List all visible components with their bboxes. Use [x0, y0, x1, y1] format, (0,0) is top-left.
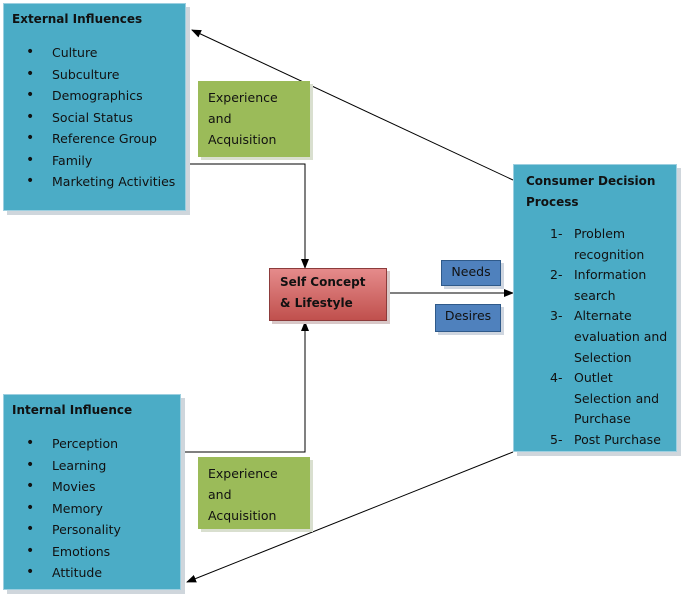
- needs-box: Needs: [441, 260, 501, 286]
- external-influences-title: External Influences: [12, 12, 143, 26]
- internal-influence-box: Internal Influence PerceptionLearningMov…: [3, 394, 181, 590]
- decision-step-text: Outlet Selection and Purchase: [574, 370, 660, 427]
- experience-acquisition-bottom: Experience and Acquisition: [198, 457, 310, 529]
- internal-to-self-arrow: [181, 321, 309, 453]
- external-to-self-arrow: [186, 163, 309, 269]
- external-item: Marketing Activities: [18, 171, 183, 193]
- decision-step-text: Problem recognition: [574, 226, 645, 262]
- internal-item: Attitude: [18, 562, 178, 584]
- decision-step: 2- Information search: [550, 265, 674, 306]
- external-item: Culture: [18, 42, 183, 64]
- external-item: Reference Group: [18, 128, 183, 150]
- decision-step-number: 5-: [550, 431, 563, 447]
- decision-step-number: 3-: [550, 308, 563, 324]
- internal-item: Emotions: [18, 541, 178, 563]
- internal-item: Personality: [18, 519, 178, 541]
- consumer-decision-process-title: Consumer Decision Process: [526, 174, 656, 209]
- external-item: Subculture: [18, 64, 183, 86]
- external-item: Demographics: [18, 85, 183, 107]
- desires-box: Desires: [435, 304, 501, 332]
- external-item: Family: [18, 150, 183, 172]
- internal-influence-list: PerceptionLearningMoviesMemoryPersonalit…: [18, 433, 178, 584]
- decision-steps-list: 1- Problem recognition 2- Information searc…: [550, 224, 674, 451]
- decision-step: 1- Problem recognition: [550, 224, 674, 265]
- internal-influence-title: Internal Influence: [12, 403, 133, 417]
- decision-step: 3- Alternate evaluation and Selection: [550, 306, 674, 368]
- self-concept-box: Self Concept & Lifestyle: [269, 268, 387, 321]
- internal-item: Perception: [18, 433, 178, 455]
- decision-step-text: Information search: [574, 267, 647, 303]
- decision-step-number: 4-: [550, 370, 563, 386]
- external-influences-list: CultureSubcultureDemographicsSocial Stat…: [18, 42, 183, 193]
- experience-acquisition-top: Experience and Acquisition: [198, 81, 310, 157]
- decision-step-number: 2-: [550, 267, 563, 283]
- decision-step: 4- Outlet Selection and Purchase: [550, 368, 674, 430]
- decision-to-internal-arrow: [186, 451, 514, 583]
- internal-item: Memory: [18, 498, 178, 520]
- decision-step-number: 1-: [550, 226, 563, 241]
- decision-to-external-arrow: [191, 29, 514, 181]
- decision-step-text: Alternate evaluation and Selection: [574, 308, 668, 365]
- external-influences-box: External Influences CultureSubcultureDem…: [3, 3, 186, 211]
- consumer-decision-process-box: Consumer Decision Process 1- Problem reco…: [513, 164, 677, 452]
- internal-item: Movies: [18, 476, 178, 498]
- decision-step: 5- Post Purchase: [550, 430, 674, 451]
- internal-item: Learning: [18, 455, 178, 477]
- decision-step-text: Post Purchase: [574, 431, 661, 447]
- external-item: Social Status: [18, 107, 183, 129]
